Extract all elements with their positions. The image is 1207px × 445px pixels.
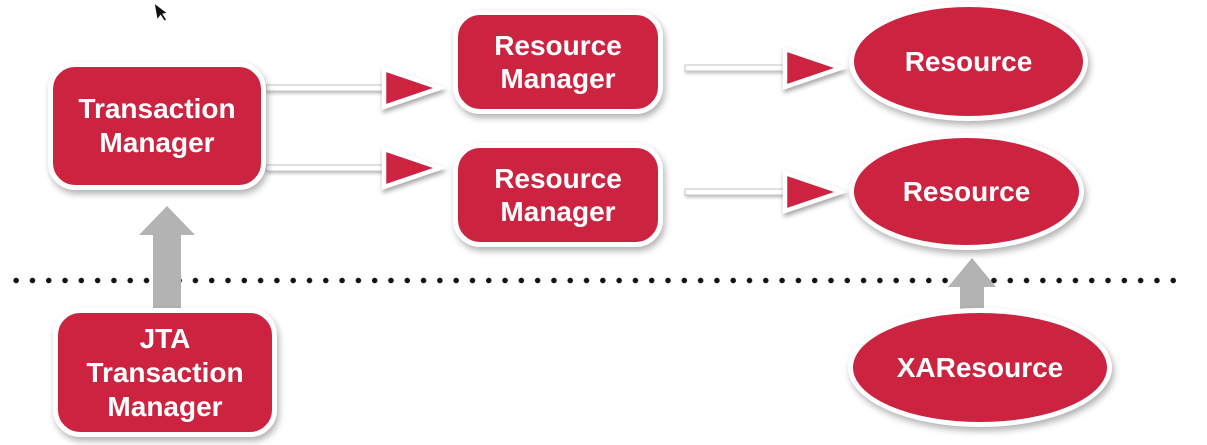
node-label: Resource	[902, 175, 1031, 207]
node-label-line: JTA	[139, 322, 191, 354]
gray-up-arrow-jta-to-tm	[139, 206, 195, 309]
mouse-pointer-icon	[153, 1, 169, 22]
node-label-line: Manager	[500, 196, 616, 227]
node-label-line: Resource	[494, 30, 622, 61]
node-label: XAResource	[896, 351, 1064, 383]
arrow-tm-to-rm-bottom	[265, 145, 448, 191]
node-xa-resource: XAResource	[848, 308, 1112, 427]
node-resource-bottom: Resource	[849, 133, 1084, 250]
node-label-line: Transaction	[78, 93, 236, 124]
node-label-line: Manager	[107, 390, 223, 422]
node-jta-transaction-manager: JTA Transaction Manager	[53, 308, 277, 437]
node-resource-manager-bottom: Resource Manager	[453, 143, 663, 247]
node-label-line: Manager	[500, 63, 616, 94]
node-label-line: Manager	[99, 127, 215, 158]
arrow-rm-top-to-resource-top	[684, 45, 849, 91]
node-resource-top: Resource	[849, 2, 1088, 121]
dotted-divider-line	[8, 276, 1176, 285]
node-label-line: Resource	[494, 163, 622, 194]
node-transaction-manager: Transaction Manager	[48, 62, 266, 190]
arrow-tm-to-rm-top	[265, 65, 448, 111]
node-resource-manager-top: Resource Manager	[453, 10, 663, 114]
gray-up-arrow-xa-to-resource	[948, 258, 996, 310]
arrow-rm-bottom-to-resource-bottom	[684, 169, 849, 215]
node-label: Resource	[904, 45, 1033, 77]
node-label-line: Transaction	[86, 356, 244, 388]
